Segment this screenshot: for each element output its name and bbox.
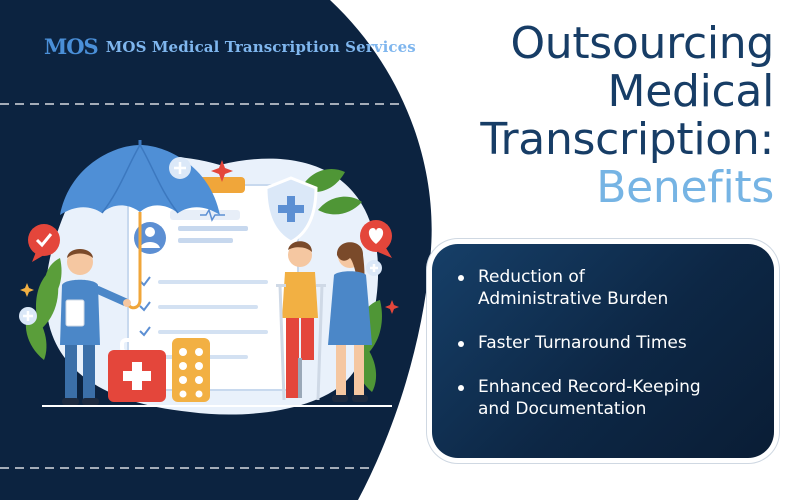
benefit-text: Reduction of: [478, 267, 585, 287]
brand-name: MOS Medical Transcription Services: [105, 37, 416, 56]
plant-left: [25, 258, 62, 360]
benefit-item: Enhanced Record-Keeping and Documentatio…: [458, 376, 756, 420]
page-headline: Outsourcing Medical Transcription: Benef…: [480, 20, 774, 212]
brand-mark: MOS: [44, 34, 99, 59]
headline-line-3: Transcription:: [480, 114, 774, 165]
chat-heart-icon: [360, 220, 392, 258]
patient-figure: [276, 241, 326, 401]
chat-check-icon: [28, 224, 60, 262]
benefit-text: Enhanced Record-Keeping: [478, 377, 701, 397]
benefits-list: Reduction of Administrative Burden Faste…: [432, 244, 774, 420]
clipboard-icon: [127, 177, 299, 391]
doctor-figure: [60, 249, 131, 405]
pill-pack-icon: [172, 338, 210, 402]
benefit-text: Faster Turnaround Times: [478, 333, 687, 353]
headline-line-2: Medical: [607, 66, 775, 117]
benefit-item: Reduction of Administrative Burden: [458, 266, 756, 310]
benefit-text: and Documentation: [478, 399, 647, 419]
benefits-card: Reduction of Administrative Burden Faste…: [432, 244, 774, 458]
first-aid-kit-icon: [108, 338, 166, 402]
headline-accent: Benefits: [596, 162, 774, 213]
shield-plus-icon: [264, 176, 318, 244]
benefit-text: Administrative Burden: [478, 289, 669, 309]
decor-sparkles: [211, 160, 399, 314]
nurse-figure: [328, 242, 372, 402]
headline-line-1: Outsourcing: [510, 18, 774, 69]
benefit-item: Faster Turnaround Times: [458, 332, 756, 354]
brand-logo: MOS MOS Medical Transcription Services: [44, 34, 416, 59]
